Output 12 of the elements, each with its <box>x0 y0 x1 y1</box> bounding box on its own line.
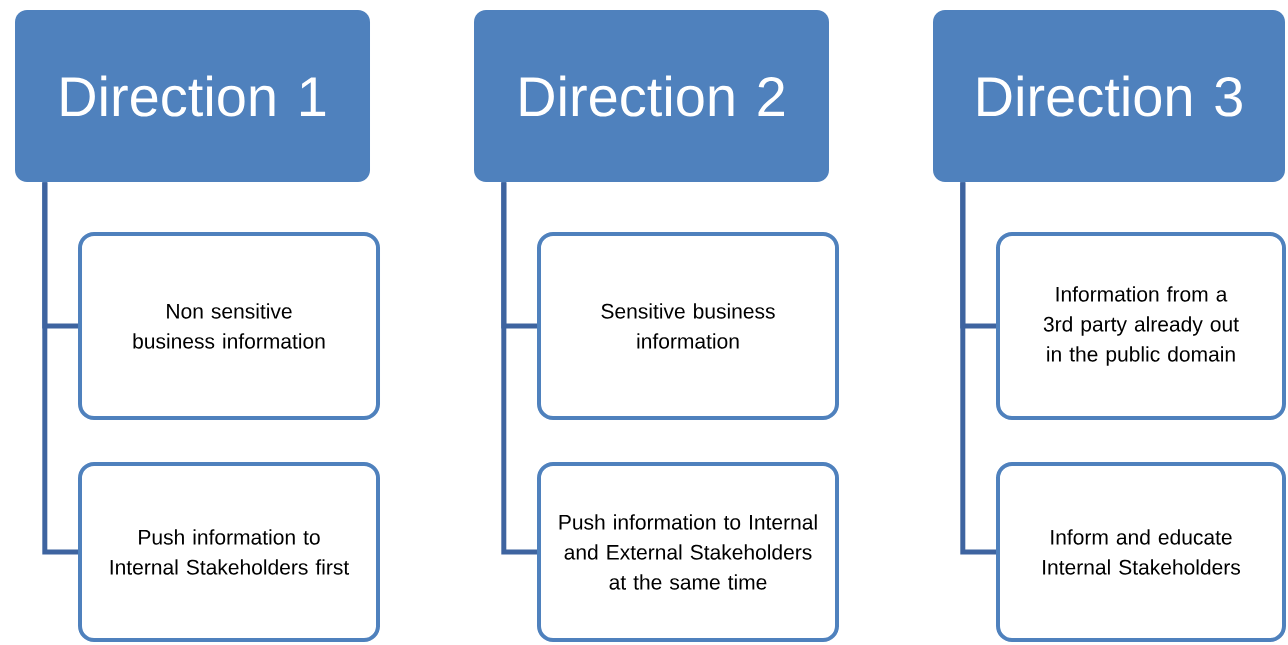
heading-box: Direction 3 <box>933 10 1285 182</box>
text-box: Inform and educate Internal Stakeholders <box>996 462 1286 642</box>
text-box: Non sensitive business information <box>78 232 380 420</box>
text-box: Push information to Internal and External Stakeholders at the same time <box>537 462 839 642</box>
text-box: Information from a 3rd party already out in the public domain <box>996 232 1286 420</box>
text-box: Push information to Internal Stakeholders first <box>78 462 380 642</box>
heading-box: Direction 1 <box>15 10 370 182</box>
heading-box: Direction 2 <box>474 10 829 182</box>
connector-line <box>42 182 78 555</box>
text-box: Sensitive business information <box>537 232 839 420</box>
connector-line <box>960 182 996 555</box>
connector-line <box>501 182 537 555</box>
